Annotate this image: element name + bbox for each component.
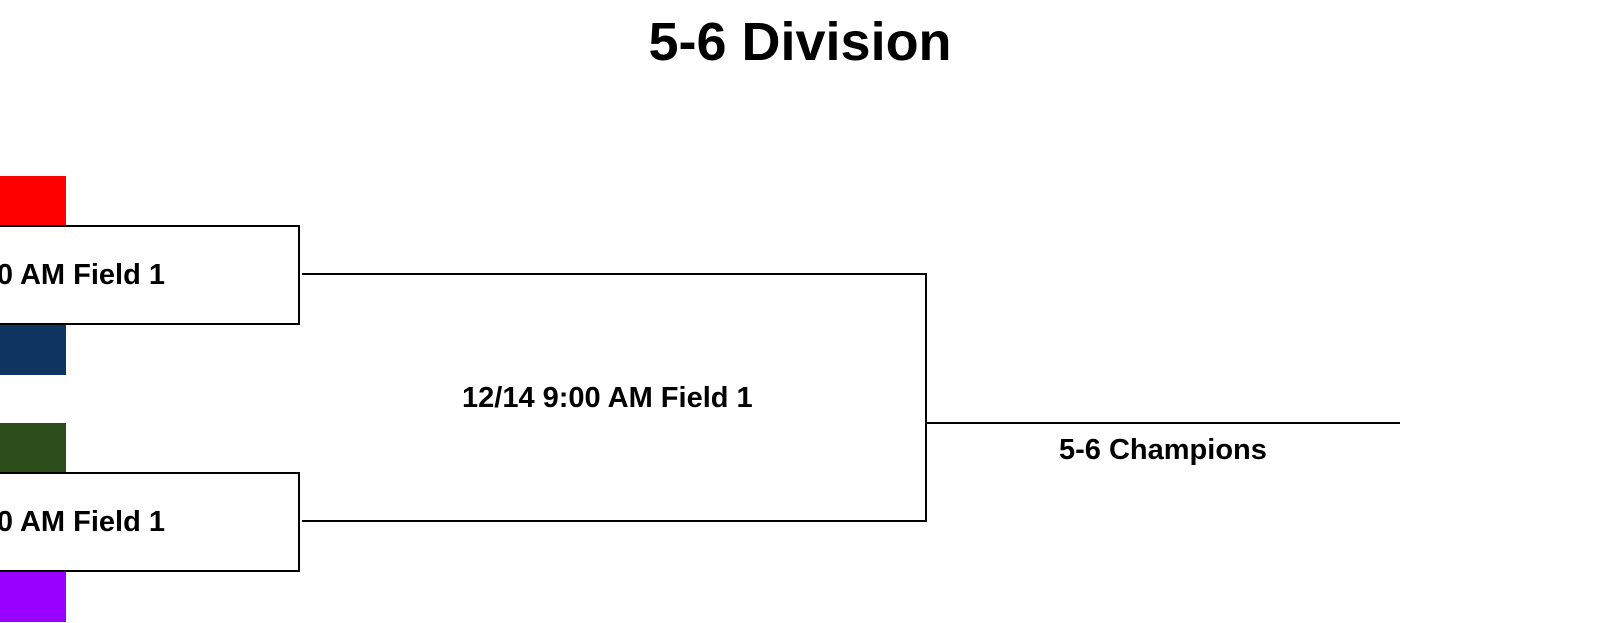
semifinal-2-connector xyxy=(302,520,927,522)
semifinal-1-connector xyxy=(302,273,927,275)
semifinal-2-label: 0 AM Field 1 xyxy=(0,506,165,538)
team-swatch-2 xyxy=(0,325,66,375)
champion-line xyxy=(925,422,1400,424)
semifinal-2-box: 0 AM Field 1 xyxy=(0,472,300,572)
semifinal-1-box: 0 AM Field 1 xyxy=(0,225,300,325)
final-match-label: 12/14 9:00 AM Field 1 xyxy=(462,382,753,414)
semifinal-1-label: 0 AM Field 1 xyxy=(0,259,165,291)
champions-label: 5-6 Champions xyxy=(1059,434,1267,466)
final-bracket-vertical xyxy=(925,273,927,522)
team-swatch-4 xyxy=(0,572,66,622)
team-swatch-3 xyxy=(0,423,66,473)
team-swatch-1 xyxy=(0,176,66,226)
page-title: 5-6 Division xyxy=(648,12,952,72)
